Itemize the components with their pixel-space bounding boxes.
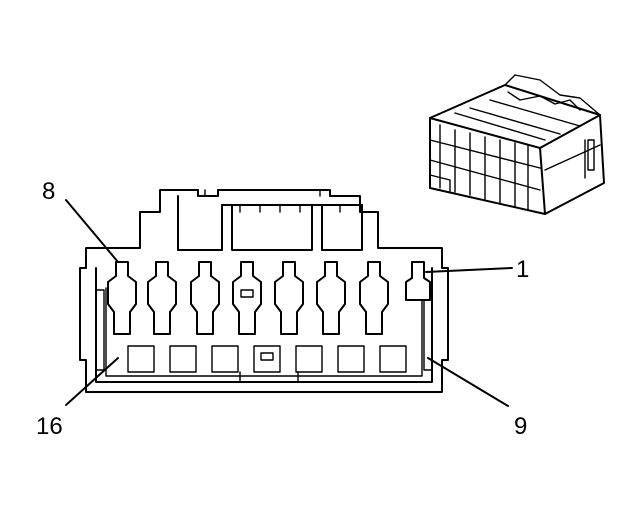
terminal-7: [147, 261, 177, 335]
leader-line-1: [425, 267, 513, 273]
terminal-row-top: [107, 261, 431, 335]
callout-pin-1: 1: [516, 256, 529, 283]
terminal-3: [316, 261, 346, 335]
leader-line-9: [427, 357, 509, 407]
connector-isometric-view: [429, 74, 605, 215]
terminal-8: [107, 261, 137, 335]
callout-pin-16: 16: [36, 413, 63, 440]
callout-pin-8: 8: [42, 178, 55, 205]
callout-pin-9: 9: [514, 413, 527, 440]
connector-front-view: [79, 189, 449, 393]
terminal-6: [190, 261, 220, 335]
leader-line-16: [65, 357, 119, 406]
terminal-2: [359, 261, 389, 335]
terminal-1: [405, 261, 431, 301]
terminal-4: [274, 261, 304, 335]
terminal-5: [232, 261, 262, 335]
callout-leaders: [65, 199, 513, 407]
callout-labels: 8 1 16 9: [36, 178, 529, 440]
leader-line-8: [65, 199, 119, 263]
